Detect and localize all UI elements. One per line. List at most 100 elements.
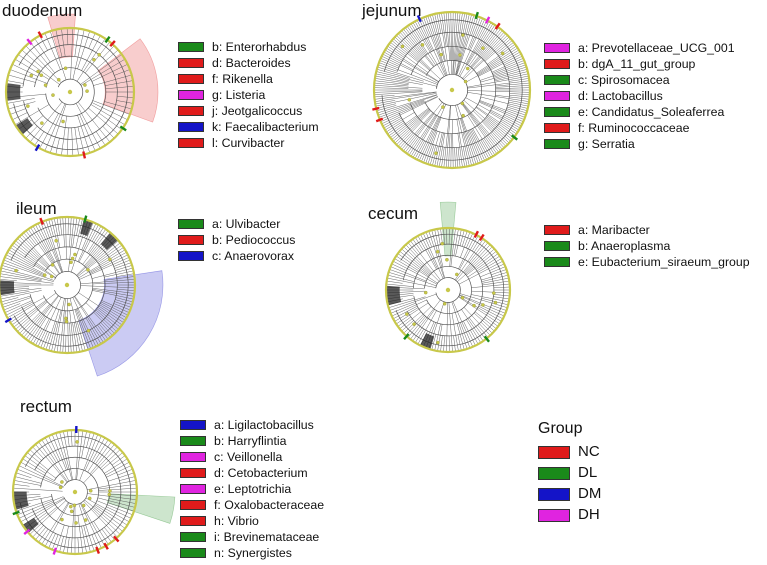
internal-node xyxy=(50,263,55,267)
branch-spoke xyxy=(5,301,33,316)
branch-spoke xyxy=(69,217,72,248)
branch-spoke xyxy=(441,147,445,168)
branch-spoke xyxy=(13,487,63,492)
internal-node xyxy=(92,58,96,62)
branch-spoke xyxy=(93,505,126,529)
legend-label: j: Jeotgalicoccus xyxy=(212,104,303,118)
branch-spoke xyxy=(102,45,115,58)
branch-spoke xyxy=(74,28,79,57)
legend-swatch xyxy=(178,138,204,148)
legend-label: n: Synergistes xyxy=(214,546,292,560)
branch-spoke xyxy=(463,100,511,142)
internal-node xyxy=(49,274,54,279)
branch-spoke xyxy=(494,73,529,82)
branch-spoke xyxy=(479,101,525,120)
branch-spoke xyxy=(32,525,44,538)
leaf-ring xyxy=(4,26,136,158)
branch-spoke xyxy=(375,73,410,82)
branch-spoke xyxy=(461,309,484,342)
branch-spoke xyxy=(98,484,137,490)
branch-spoke xyxy=(15,499,53,512)
branch-spoke xyxy=(63,431,73,480)
branch-spoke xyxy=(399,31,423,58)
branch-spoke xyxy=(410,115,437,157)
branch-spoke xyxy=(71,127,74,156)
branch-spoke xyxy=(10,108,26,115)
branch-spoke xyxy=(468,130,483,162)
branch-spoke xyxy=(458,19,485,76)
branch-spoke xyxy=(21,304,50,336)
branch-spoke xyxy=(56,217,60,236)
internal-node xyxy=(86,268,90,272)
internal-node xyxy=(26,104,30,108)
branch-spoke xyxy=(484,316,499,327)
branch-spoke xyxy=(61,28,66,57)
branch-spoke xyxy=(456,15,475,76)
branch-spoke xyxy=(416,20,433,52)
branch-ring xyxy=(436,74,468,106)
branch-spoke xyxy=(62,217,65,248)
branch-spoke xyxy=(117,96,134,98)
branch-spoke xyxy=(493,296,510,300)
branch-spoke xyxy=(453,228,459,256)
branch-spoke xyxy=(403,306,432,334)
branch-spoke xyxy=(94,504,128,526)
branch-spoke xyxy=(467,17,481,50)
legend-label: a: Prevotellaceae_UCG_001 xyxy=(578,41,735,55)
branch-spoke xyxy=(458,296,500,325)
branch-spoke xyxy=(77,115,90,153)
branch-spoke xyxy=(440,228,443,245)
branch-spoke xyxy=(405,27,435,67)
branch-spoke xyxy=(115,299,133,305)
branch-spoke xyxy=(461,102,501,152)
branch-spoke xyxy=(51,310,62,352)
branch-spoke xyxy=(464,246,493,274)
branch-spoke xyxy=(117,468,133,476)
branch-spoke xyxy=(114,69,130,76)
branch-spoke xyxy=(485,117,513,140)
branch-spoke xyxy=(87,439,109,473)
branch-spoke xyxy=(423,117,442,163)
branch-spoke xyxy=(6,98,35,104)
branch-spoke xyxy=(455,14,472,75)
internal-node xyxy=(58,485,63,490)
branch-spoke xyxy=(67,537,70,554)
branch-spoke xyxy=(74,309,89,350)
branch-spoke xyxy=(457,334,462,351)
group-label: DM xyxy=(578,485,602,502)
branch-spoke xyxy=(474,311,497,329)
dense-clade xyxy=(419,333,435,350)
legend-swatch xyxy=(544,225,570,235)
branch-spoke xyxy=(89,252,127,273)
branch-spoke xyxy=(0,270,42,280)
branch-ring xyxy=(424,60,482,120)
branch-spoke xyxy=(374,80,409,86)
branch-spoke xyxy=(54,218,61,248)
branch-spoke xyxy=(394,36,441,80)
branch-spoke xyxy=(480,321,493,334)
branch-spoke xyxy=(386,283,414,287)
branch-spoke xyxy=(403,246,440,282)
branch-spoke xyxy=(397,253,430,277)
branch-spoke xyxy=(92,507,121,535)
legend-label: d: Lactobacillus xyxy=(578,89,663,103)
biomarker-node xyxy=(52,547,58,555)
branch-spoke xyxy=(434,132,443,167)
legend-label: e: Leptotrichia xyxy=(214,482,292,496)
branch-spoke xyxy=(2,297,32,308)
branch-spoke xyxy=(25,295,59,340)
branch-spoke xyxy=(425,231,432,248)
branch-spoke xyxy=(396,255,438,284)
branch-spoke xyxy=(97,324,109,340)
branch-spoke xyxy=(96,49,119,69)
branch-spoke xyxy=(481,272,508,281)
internal-node xyxy=(420,43,425,47)
legend-swatch xyxy=(544,91,570,101)
branch-spoke xyxy=(104,458,128,474)
branch-spoke xyxy=(374,78,409,84)
branch-spoke xyxy=(468,26,498,66)
group-legend-item: DL xyxy=(538,463,597,484)
clade-highlight xyxy=(97,38,159,123)
legend-swatch xyxy=(180,436,206,446)
branch-spoke xyxy=(381,55,439,84)
